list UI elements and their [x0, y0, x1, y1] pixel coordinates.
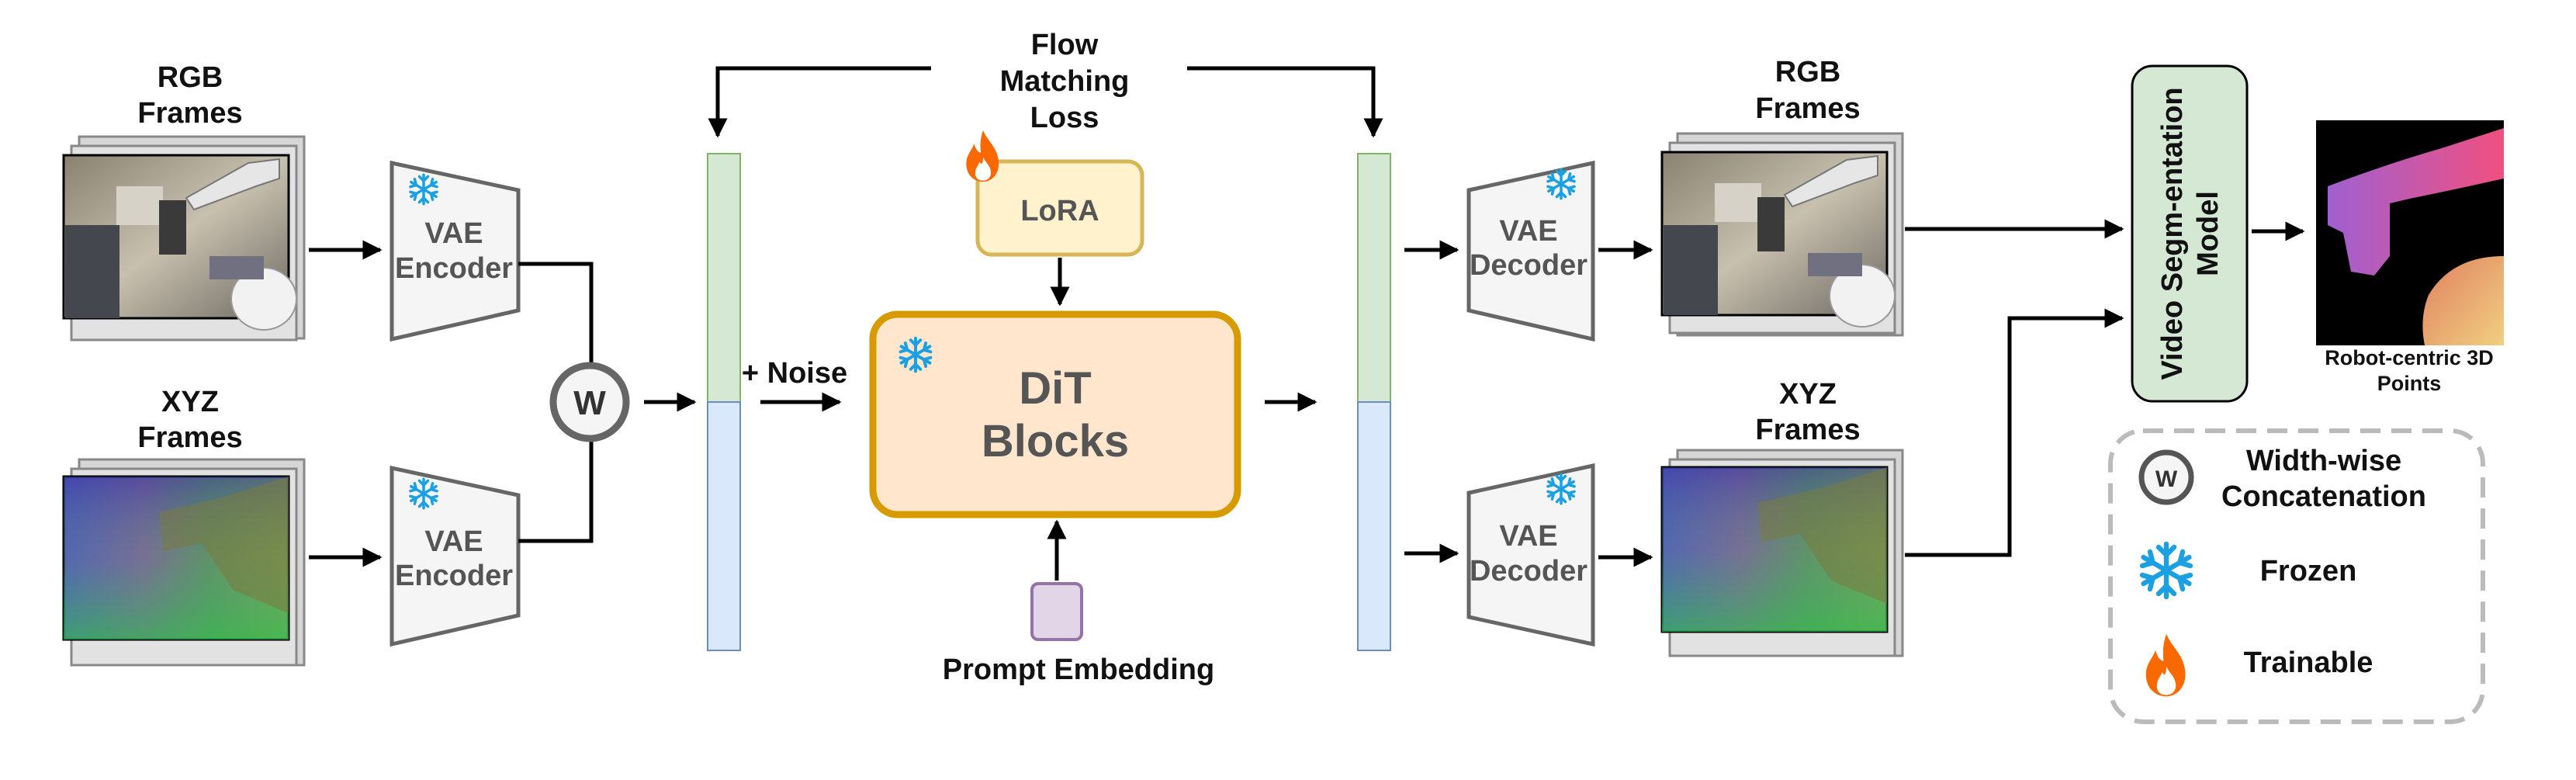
svg-text:W: W [573, 384, 606, 422]
prompt-embedding-block: Prompt Embedding [943, 582, 1214, 686]
svg-text:LoRA: LoRA [1020, 195, 1099, 227]
input-rgb-image [62, 154, 297, 331]
legend: W Width-wise Concatenation Frozen Traina… [2108, 428, 2485, 724]
prompt-embedding-label: Prompt Embedding [943, 653, 1214, 686]
svg-text:Frames: Frames [137, 421, 242, 454]
flame-icon [966, 130, 999, 182]
latent-bar-input [707, 153, 741, 651]
svg-text:Points: Points [2377, 372, 2442, 395]
video-segmentation-model: Video Segm-entation Model [2131, 64, 2249, 403]
encoder-xyz-connector [518, 440, 594, 543]
output-xyz-frames [1660, 449, 1904, 657]
output-xyz-label: XYZ Frames [1755, 378, 1860, 446]
svg-text:Width-wise: Width-wise [2246, 445, 2401, 477]
legend-width-concat: W Width-wise Concatenation [2138, 445, 2426, 513]
output-xyz-image [1660, 466, 1889, 633]
svg-text:Frames: Frames [1755, 414, 1860, 446]
noise-label: + Noise [742, 357, 847, 390]
svg-text:Frames: Frames [1755, 92, 1860, 125]
svg-text:Decoder: Decoder [1470, 249, 1587, 282]
output-rgb-frames [1660, 132, 1904, 337]
svg-text:Frames: Frames [137, 97, 242, 130]
svg-text:XYZ: XYZ [161, 386, 219, 418]
title-line-1: Flow [1031, 29, 1099, 61]
title-line-3: Loss [1030, 102, 1099, 134]
title-line-2: Matching [1000, 65, 1130, 98]
svg-text:Encoder: Encoder [395, 252, 513, 285]
svg-text:Trainable: Trainable [2244, 647, 2373, 679]
robot-centric-points-image [2316, 120, 2504, 345]
snowflake-icon [2142, 544, 2190, 597]
svg-text:Blocks: Blocks [982, 416, 1129, 466]
svg-text:Concatenation: Concatenation [2221, 480, 2426, 513]
svg-text:RGB: RGB [1775, 56, 1840, 88]
encoder-rgb-connector [518, 262, 594, 365]
output-rgb-image [1660, 151, 1896, 328]
input-xyz-image [62, 475, 290, 641]
svg-text:Decoder: Decoder [1470, 555, 1587, 588]
legend-trainable: Trainable [2145, 633, 2373, 697]
svg-text:VAE: VAE [1499, 520, 1557, 553]
svg-text:XYZ: XYZ [1779, 378, 1837, 411]
flow-matching-loss-title: Flow Matching Loss [1000, 29, 1130, 134]
dit-blocks: DiT Blocks [869, 310, 1241, 518]
loss-arrow-right [1187, 66, 1383, 138]
input-xyz-frames [62, 458, 306, 667]
legend-frozen: Frozen [2142, 544, 2356, 597]
svg-text:W: W [2155, 466, 2178, 492]
svg-text:DiT: DiT [1019, 363, 1091, 414]
input-rgb-frames [62, 135, 306, 341]
output-rgb-label: RGB Frames [1755, 56, 1860, 125]
input-xyz-label: XYZ Frames [137, 386, 242, 454]
svg-text:Encoder: Encoder [395, 560, 513, 592]
svg-text:Robot-centric 3D: Robot-centric 3D [2325, 346, 2494, 369]
svg-text:RGB: RGB [158, 61, 223, 94]
vae-decoder-rgb: VAE Decoder [1466, 160, 1595, 342]
svg-text:VAE: VAE [1499, 215, 1557, 248]
latent-bar-output [1357, 153, 1391, 651]
width-concat-node: W [549, 362, 630, 442]
vae-encoder-rgb: VAE Encoder [390, 160, 521, 342]
svg-text:Video Segm-entation: Video Segm-entation [2156, 87, 2189, 380]
vae-encoder-xyz: VAE Encoder [390, 465, 521, 647]
svg-text:Frozen: Frozen [2260, 555, 2357, 588]
loss-arrow-left [708, 66, 931, 138]
svg-text:VAE: VAE [424, 525, 483, 558]
svg-text:Model: Model [2192, 191, 2225, 276]
robot-centric-points-label: Robot-centric 3D Points [2325, 346, 2494, 395]
svg-text:VAE: VAE [424, 217, 483, 250]
xyz-to-segmentation-arrow [1905, 308, 2124, 557]
input-rgb-label: RGB Frames [137, 61, 242, 130]
lora-block: LoRA [966, 130, 1144, 257]
vae-decoder-xyz: VAE Decoder [1466, 463, 1595, 647]
flame-icon [2145, 633, 2186, 697]
